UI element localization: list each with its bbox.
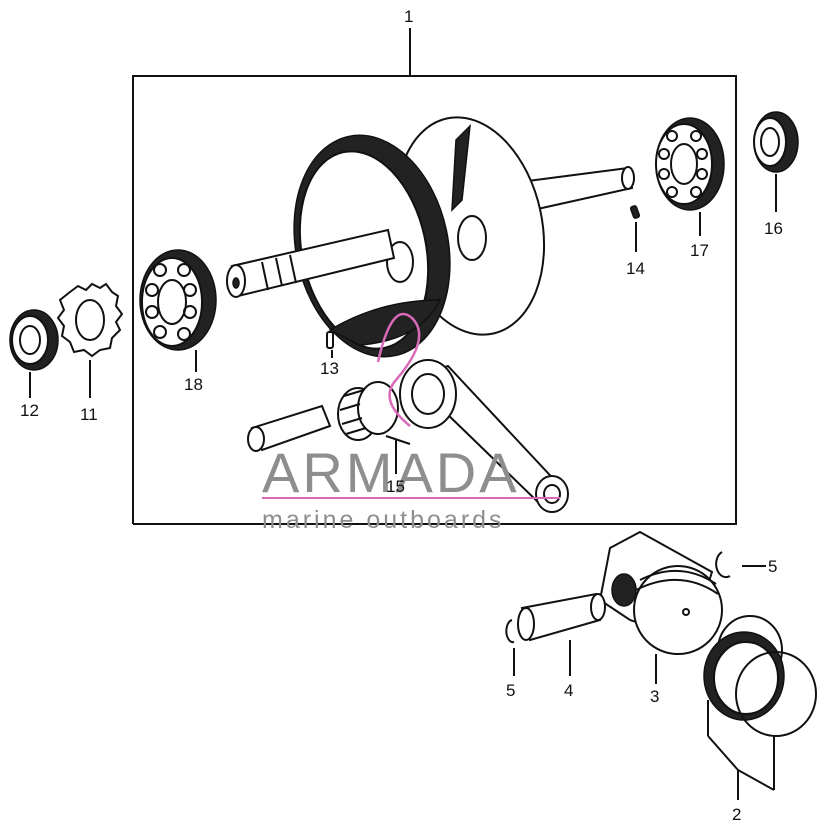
callout-13: 13 (320, 359, 339, 378)
callout-17: 17 (690, 241, 709, 260)
callout-18: 18 (184, 375, 203, 394)
callout-14: 14 (626, 259, 645, 278)
callout-5-right: 5 (768, 557, 777, 576)
callout-16: 16 (764, 219, 783, 238)
bearing-left (139, 249, 217, 351)
crankshaft (226, 116, 635, 358)
callout-11: 11 (80, 405, 98, 424)
leader-lines (29, 174, 777, 800)
piston-pin (517, 592, 606, 642)
callout-2: 2 (732, 805, 741, 824)
oil-seal (753, 111, 799, 173)
woodruff-keys (326, 205, 641, 349)
callout-5-left: 5 (506, 681, 515, 700)
watermark-brand: ARMADA (262, 441, 520, 504)
nut-left (9, 309, 59, 371)
bearing-right (655, 117, 725, 211)
piston (598, 530, 723, 655)
callout-numbers: 1 12 11 18 13 14 17 16 15 5 5 4 3 2 (20, 7, 783, 824)
callout-1: 1 (404, 7, 413, 26)
watermark-tagline: marine outboards (262, 506, 505, 534)
sprocket-gear (56, 282, 124, 358)
piston-rings (703, 615, 817, 737)
watermark: ARMADA marine outboards (262, 312, 560, 534)
piston-pin-clips (505, 551, 731, 644)
callout-15: 15 (386, 477, 405, 496)
callout-4: 4 (564, 681, 573, 700)
crankshaft-assembly-box (132, 28, 737, 525)
watermark-logo-mark (376, 312, 421, 427)
callout-12: 12 (20, 401, 39, 420)
callout-3: 3 (650, 687, 659, 706)
